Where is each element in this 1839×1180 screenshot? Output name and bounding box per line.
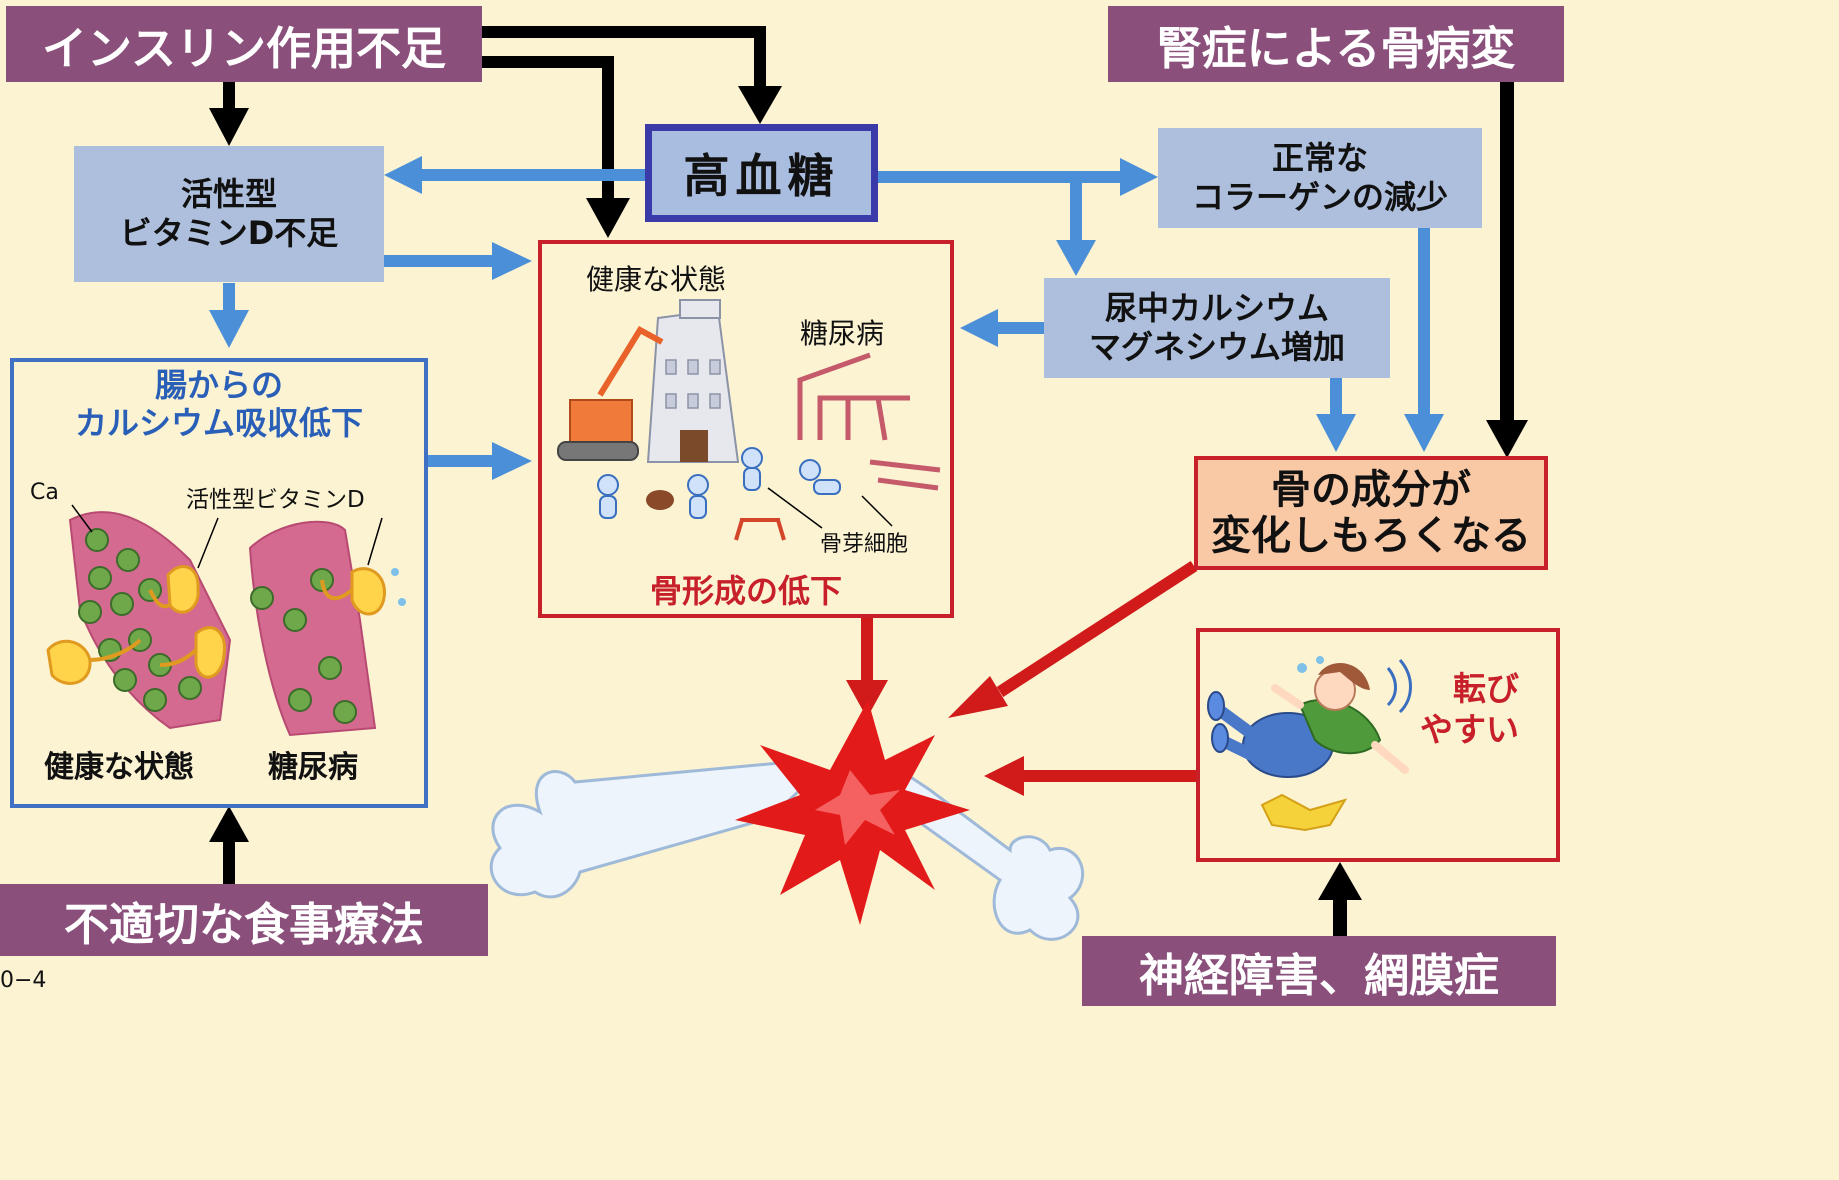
- figure-number: 0−4: [0, 968, 47, 993]
- gut-panel-title: 腸からの カルシウム吸収低下: [14, 366, 424, 443]
- bone-formation-caption: 骨形成の低下: [649, 572, 842, 610]
- fall-label-line1: 転び: [1453, 669, 1519, 708]
- vitd-line1: 活性型: [180, 174, 277, 213]
- urine-line2: マグネシウム増加: [1088, 328, 1345, 366]
- broken-bone-illustration: [489, 700, 1085, 941]
- fall-risk-panel: [1196, 628, 1560, 862]
- neuropathy-retinopathy-label: 神経障害、網膜症: [1138, 948, 1499, 1002]
- renal-bone-disease-box: 腎症による骨病変: [1108, 6, 1564, 82]
- neuropathy-retinopathy-box: 神経障害、網膜症: [1082, 936, 1556, 1006]
- hyperglycemia-label: 高血糖: [683, 149, 840, 203]
- fall-label-line2: やすい: [1420, 710, 1519, 750]
- active-vitamin-d-label: 活性型ビタミンD: [186, 487, 365, 513]
- bone-change-line2: 変化しもろくなる: [1211, 513, 1531, 559]
- bone-fragility-box: 骨の成分が 変化しもろくなる: [1194, 456, 1548, 570]
- black-arrows: [209, 26, 1528, 936]
- insulin-deficiency-label: インスリン作用不足: [41, 21, 447, 75]
- blue-arrows: [209, 156, 1444, 480]
- bone-change-line1: 骨の成分が: [1271, 467, 1471, 513]
- hyperglycemia-box: 高血糖: [645, 124, 878, 222]
- falling-person-illustration: [1207, 656, 1412, 832]
- collagen-decrease-box: 正常な コラーゲンの減少: [1158, 128, 1482, 228]
- osteoblast-label: 骨芽細胞: [820, 532, 909, 557]
- intestine-illustration: [46, 504, 406, 737]
- active-vitamin-d-deficiency-box: 活性型 ビタミンD不足: [74, 146, 384, 282]
- ca-label: Ca: [30, 480, 59, 505]
- renal-bone-disease-label: 腎症による骨病変: [1156, 21, 1516, 75]
- red-arrows: [846, 560, 1198, 796]
- diagram-arrows-and-illustrations: [46, 26, 1528, 941]
- inappropriate-diet-box: 不適切な食事療法: [0, 884, 488, 956]
- urine-line1: 尿中カルシウム: [1104, 288, 1329, 327]
- gut-healthy-label: 健康な状態: [44, 750, 194, 785]
- gut-title-line2: カルシウム吸収低下: [74, 404, 363, 443]
- inappropriate-diet-label: 不適切な食事療法: [63, 897, 424, 951]
- calcium-absorption-panel: [10, 358, 428, 808]
- bone-formation-panel: [538, 240, 954, 618]
- fall-risk-label: 転び やすい: [1420, 668, 1519, 751]
- gut-diabetes-label: 糖尿病: [268, 750, 358, 785]
- collagen-line2: コラーゲンの減少: [1191, 178, 1448, 216]
- bone-formation-illustration: [557, 299, 941, 541]
- gut-title-line1: 腸からの: [154, 366, 283, 404]
- vitd-line2: ビタミンD不足: [119, 214, 339, 252]
- bone-healthy-label: 健康な状態: [586, 263, 727, 296]
- insulin-deficiency-box: インスリン作用不足: [6, 6, 482, 82]
- urinary-calcium-box: 尿中カルシウム マグネシウム増加: [1044, 278, 1390, 378]
- collagen-line1: 正常な: [1271, 138, 1368, 177]
- bone-diabetes-label: 糖尿病: [800, 317, 885, 350]
